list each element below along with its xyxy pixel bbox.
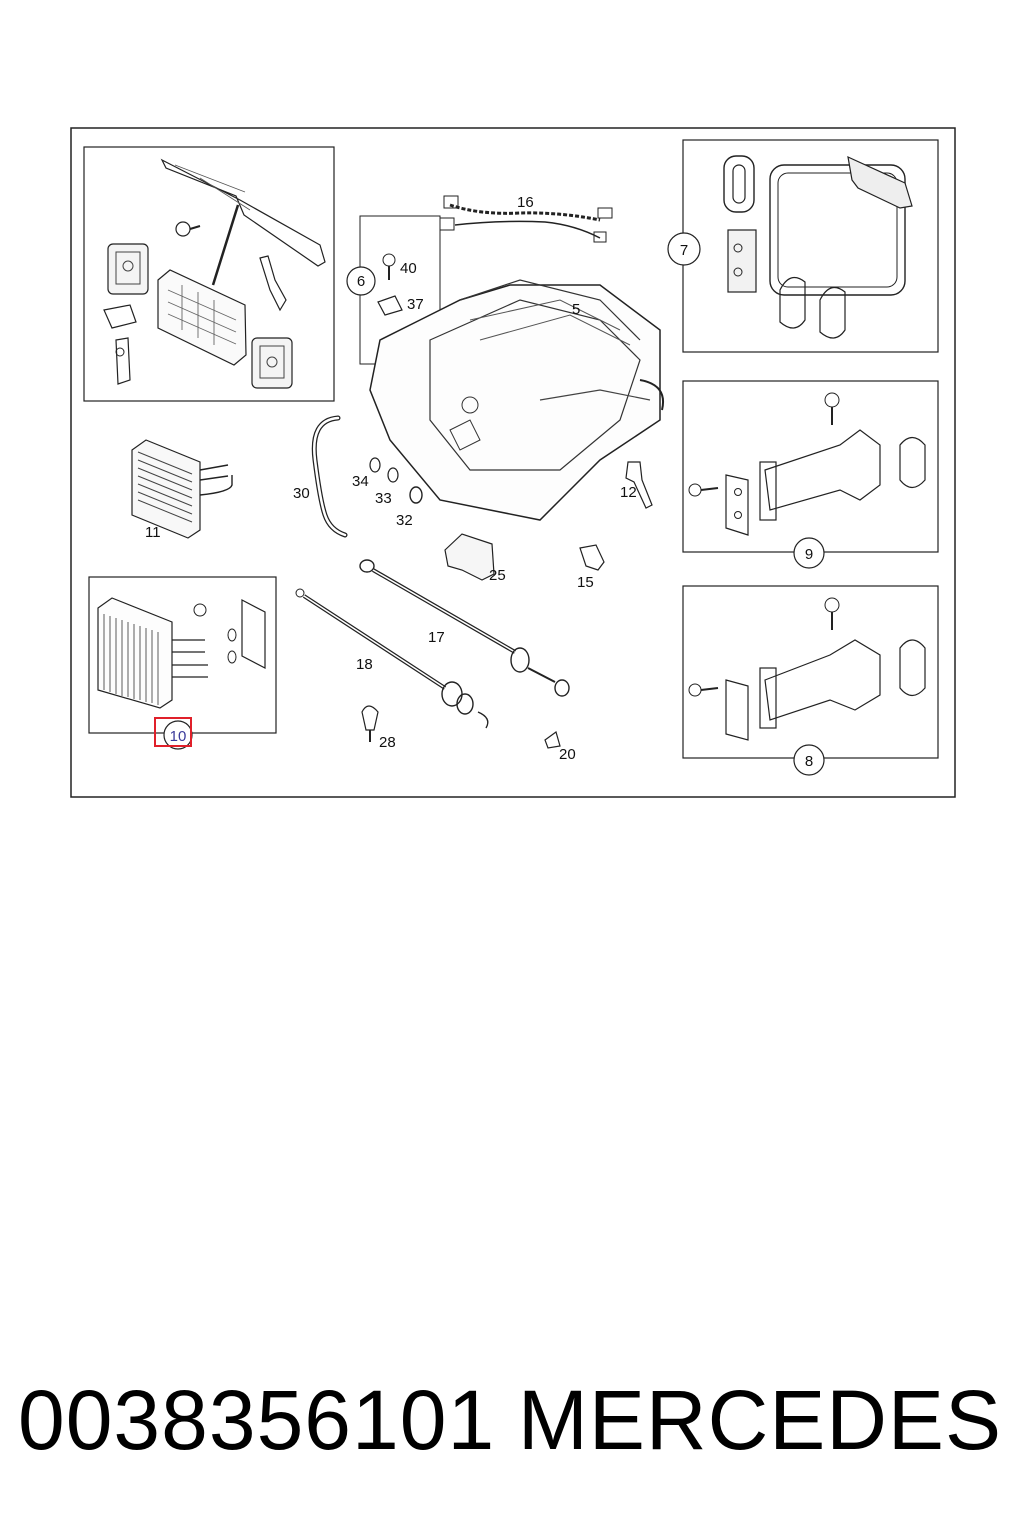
label-34: 34 bbox=[352, 473, 369, 490]
svg-text:7: 7 bbox=[680, 242, 688, 259]
label-20: 20 bbox=[559, 746, 576, 763]
label-18: 18 bbox=[356, 656, 373, 673]
label-37: 37 bbox=[407, 296, 424, 313]
svg-text:10: 10 bbox=[170, 728, 187, 745]
o-rings bbox=[369, 457, 423, 504]
heater-core-11 bbox=[131, 439, 233, 539]
label-28: 28 bbox=[379, 734, 396, 751]
clip-37 bbox=[377, 295, 403, 316]
label-12: 12 bbox=[620, 484, 637, 501]
callout-10: 10 bbox=[154, 717, 193, 750]
group-box-pipe-9 bbox=[682, 380, 939, 553]
part-number: 0038356101 bbox=[18, 1373, 496, 1467]
cable-17 bbox=[359, 559, 570, 697]
connector-12 bbox=[625, 461, 653, 509]
svg-text:8: 8 bbox=[805, 753, 813, 770]
cable-18 bbox=[295, 588, 489, 729]
screw-40 bbox=[382, 253, 396, 280]
caption-bar: 0038356101 MERCEDES bbox=[0, 1365, 1024, 1475]
hose-30 bbox=[311, 415, 348, 538]
heater-housing-5 bbox=[359, 215, 664, 521]
label-15: 15 bbox=[577, 574, 594, 591]
diagram-frame bbox=[70, 127, 956, 798]
svg-text:6: 6 bbox=[357, 273, 365, 290]
group-box-gaskets bbox=[682, 139, 939, 353]
callout-8: 8 bbox=[793, 744, 825, 776]
clip-28 bbox=[361, 705, 379, 742]
label-16: 16 bbox=[517, 194, 534, 211]
svg-text:9: 9 bbox=[805, 546, 813, 563]
highlight-box bbox=[154, 717, 192, 747]
label-33: 33 bbox=[375, 490, 392, 507]
bracket-25 bbox=[444, 533, 495, 581]
connector-15 bbox=[579, 544, 605, 571]
label-11: 11 bbox=[145, 524, 161, 541]
label-40: 40 bbox=[400, 260, 417, 277]
group-box-heater-core bbox=[88, 576, 277, 734]
callout-6: 6 bbox=[346, 266, 376, 296]
callout-7: 7 bbox=[667, 232, 701, 266]
group-box-levers bbox=[83, 146, 335, 402]
label-32: 32 bbox=[396, 512, 413, 529]
parts-diagram: 6 7 9 8 10 16 40 37 5 30 34 33 32 11 12 … bbox=[70, 127, 956, 798]
label-5: 5 bbox=[572, 301, 580, 318]
wiring-harness-16 bbox=[439, 195, 613, 243]
group-box-pipe-8 bbox=[682, 585, 939, 759]
clip-20 bbox=[544, 731, 561, 749]
brand-name: MERCEDES bbox=[517, 1373, 1002, 1467]
label-30: 30 bbox=[293, 485, 310, 502]
label-17: 17 bbox=[428, 629, 445, 646]
label-25: 25 bbox=[489, 567, 506, 584]
callout-9: 9 bbox=[793, 537, 825, 569]
